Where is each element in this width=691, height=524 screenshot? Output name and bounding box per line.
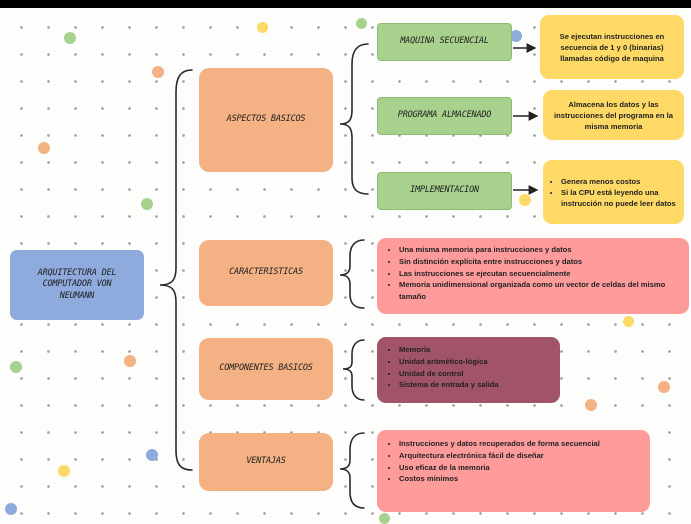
decorative-dot (519, 194, 531, 206)
sub-programa-almacenado: PROGRAMA ALMACENADO (377, 97, 512, 135)
list-item: Genera menos costos (561, 176, 678, 187)
decorative-dot (5, 503, 17, 515)
info-programa-almacenado: Almacena los datos y las instrucciones d… (543, 90, 684, 140)
decorative-dot (141, 198, 153, 210)
category-title: ASPECTOS BASICOS (226, 114, 306, 125)
info-maquina-secuencial: Se ejecutan instrucciones en secuencia d… (540, 15, 684, 79)
list-item: Las instrucciones se ejecutan secuencial… (399, 268, 681, 280)
decorative-dot (356, 18, 367, 29)
implementacion-list: Genera menos costos Si la CPU está leyen… (549, 176, 678, 209)
decorative-dot (64, 32, 76, 44)
ventajas-list: Instrucciones y datos recuperados de for… (385, 438, 642, 485)
componentes-list-box: Memoria Unidad aritmético-lógica Unidad … (377, 337, 560, 403)
decorative-dot (152, 66, 164, 78)
sub-title: IMPLEMENTACION (410, 185, 479, 196)
sub-implementacion: IMPLEMENTACION (377, 172, 512, 210)
category-componentes-basicos: COMPONENTES BASICOS (199, 338, 333, 400)
sub-title: MAQUINA SECUENCIAL (400, 36, 489, 47)
caracteristicas-list-box: Una misma memoria para instrucciones y d… (377, 238, 689, 314)
componentes-list: Memoria Unidad aritmético-lógica Unidad … (385, 344, 552, 391)
category-ventajas: VENTAJAS (199, 433, 333, 491)
list-item: Memoria (399, 344, 552, 356)
category-aspectos-basicos: ASPECTOS BASICOS (199, 68, 333, 172)
decorative-dot (623, 316, 634, 327)
list-item: Instrucciones y datos recuperados de for… (399, 438, 642, 450)
ventajas-brace (339, 432, 365, 509)
list-item: Memoria unidimensional organizada como u… (399, 279, 681, 303)
list-item: Arquitectura electrónica fácil de diseña… (399, 450, 642, 462)
list-item: Unidad aritmético-lógica (399, 356, 552, 368)
decorative-dot (124, 355, 136, 367)
componentes-brace (342, 339, 365, 401)
list-item: Sin distinción explícita entre instrucci… (399, 256, 681, 268)
category-caracteristicas: CARACTERISTICAS (199, 240, 333, 306)
list-item: Uso eficaz de la memoria (399, 462, 642, 474)
root-title: ARQUITECTURA DEL COMPUTADOR VON NEUMANN (37, 267, 117, 301)
ventajas-list-box: Instrucciones y datos recuperados de for… (377, 430, 650, 512)
list-item: Costos mínimos (399, 473, 642, 485)
list-item: Una misma memoria para instrucciones y d… (399, 244, 681, 256)
decorative-dot (585, 399, 597, 411)
top-bar (0, 0, 691, 8)
decorative-dot (58, 465, 70, 477)
root-node: ARQUITECTURA DEL COMPUTADOR VON NEUMANN (10, 250, 144, 320)
category-title: CARACTERISTICAS (229, 267, 303, 278)
decorative-dot (379, 513, 390, 524)
decorative-dot (146, 449, 158, 461)
sub-title: PROGRAMA ALMACENADO (397, 110, 492, 121)
decorative-dot (38, 142, 50, 154)
decorative-dot (257, 22, 268, 33)
sub-maquina-secuencial: MAQUINA SECUENCIAL (377, 23, 512, 61)
list-item: Unidad de control (399, 368, 552, 380)
list-item: Si la CPU está leyendo una instrucción n… (561, 187, 678, 209)
decorative-dot (510, 30, 522, 42)
category-title: VENTAJAS (246, 456, 286, 467)
info-implementacion: Genera menos costos Si la CPU está leyen… (543, 160, 684, 224)
list-item: Sistema de entrada y salida (399, 379, 552, 391)
decorative-dot (10, 361, 22, 373)
info-text: Almacena los datos y las instrucciones d… (553, 99, 673, 131)
main-brace (159, 69, 193, 471)
info-text: Se ejecutan instrucciones en secuencia d… (559, 31, 665, 63)
caracteristicas-list: Una misma memoria para instrucciones y d… (385, 244, 681, 303)
caracteristicas-brace (339, 239, 365, 309)
decorative-dot (658, 381, 670, 393)
aspectos-brace (339, 43, 369, 195)
category-title: COMPONENTES BASICOS (219, 363, 313, 374)
